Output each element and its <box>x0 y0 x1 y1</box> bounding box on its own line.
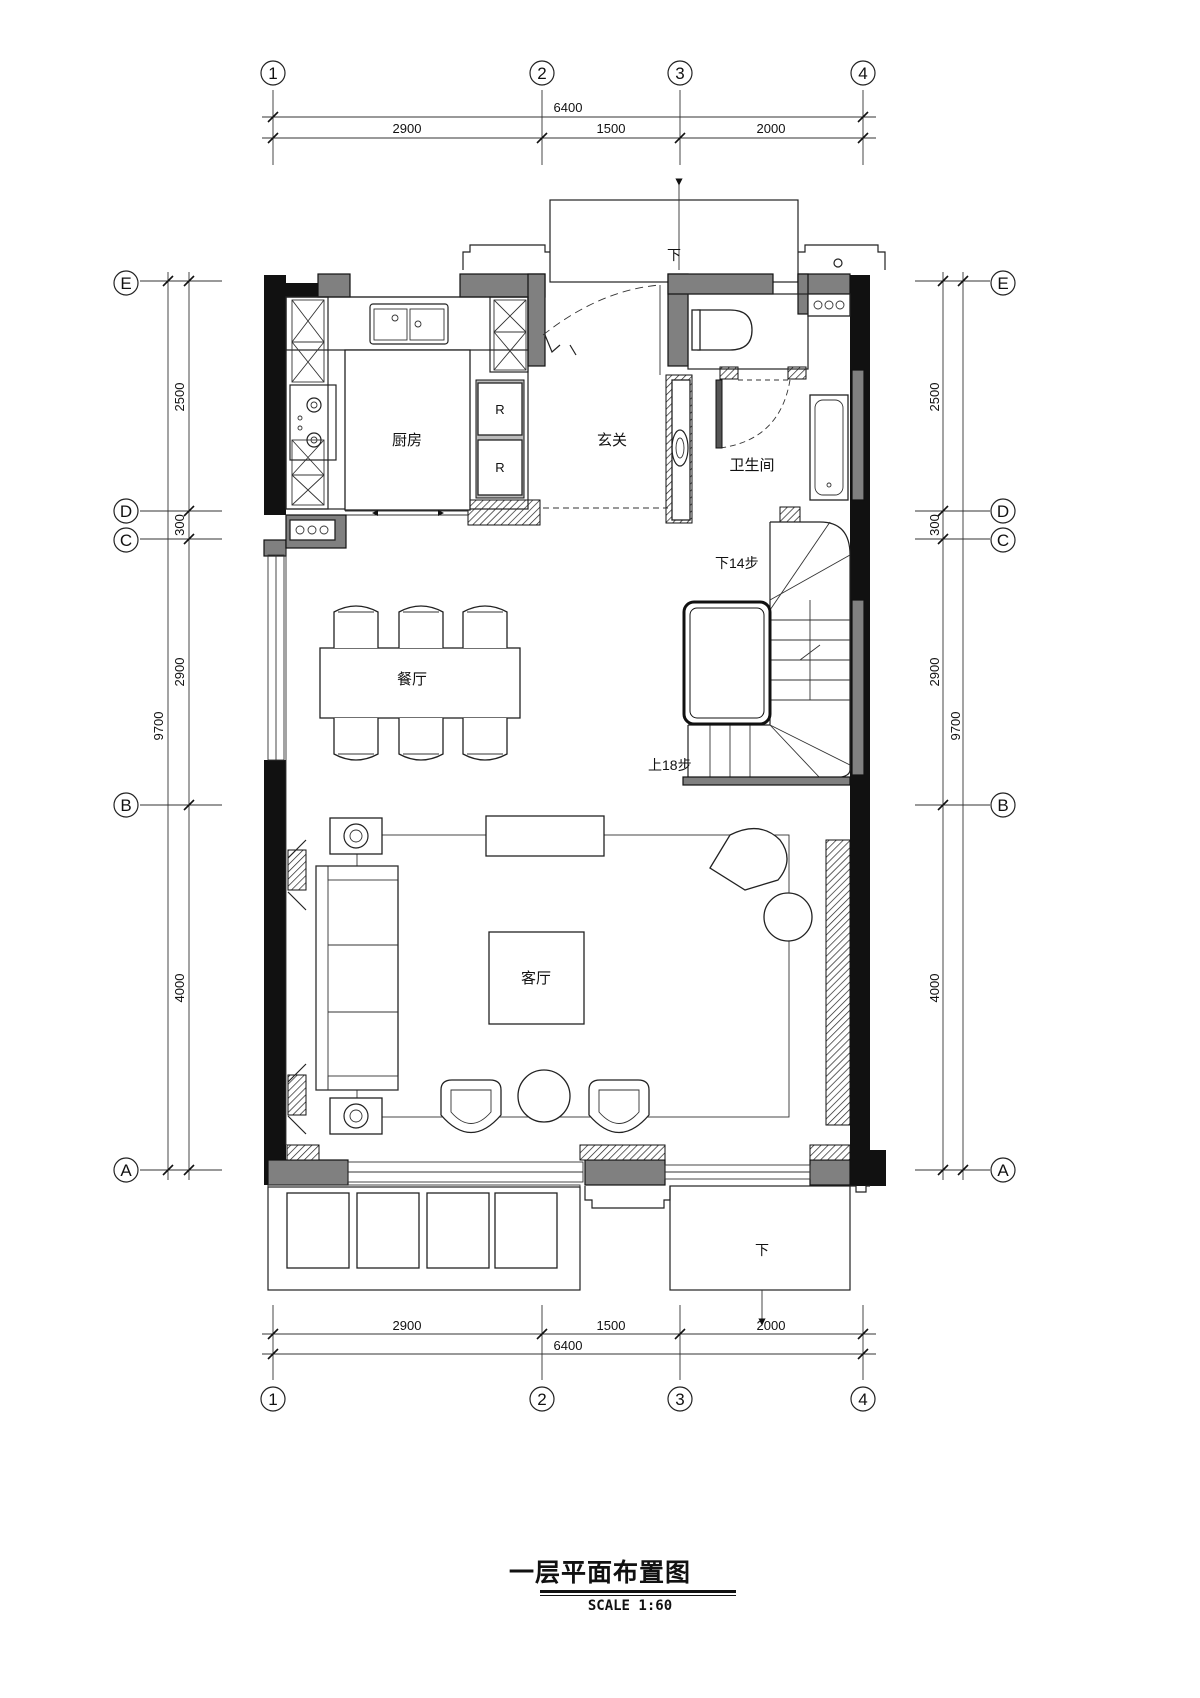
left-dim-4: 4000 <box>172 974 187 1003</box>
bathroom: 卫生间 <box>687 293 851 501</box>
axis-C-left: C <box>120 531 132 550</box>
right-dimensions: 2500 300 2900 4000 9700 <box>915 272 990 1180</box>
axis-3-bottom: 3 <box>675 1390 684 1409</box>
entry-porch: 下 <box>462 178 886 283</box>
svg-text:R: R <box>495 460 504 475</box>
bottom-total-dim: 6400 <box>554 1338 583 1353</box>
top-total-dim: 6400 <box>554 100 583 115</box>
top-dim-3: 2000 <box>757 121 786 136</box>
drawing-scale: SCALE 1:60 <box>587 1598 673 1614</box>
drawing-title: 一层平面布置图 <box>508 1558 691 1587</box>
top-dim-1: 2900 <box>393 121 422 136</box>
right-dim-1: 2500 <box>927 383 942 412</box>
axis-4-bottom: 4 <box>858 1390 867 1409</box>
kitchen: R R 厨房 <box>285 296 529 549</box>
living-label: 客厅 <box>521 970 551 987</box>
right-dim-4: 4000 <box>927 974 942 1003</box>
fridge-icon: R R <box>475 379 525 499</box>
axis-1-top: 1 <box>268 64 277 83</box>
axis-C-right: C <box>997 531 1009 550</box>
terrace-down-label: 下 <box>755 1242 769 1258</box>
living-set: 客厅 <box>287 815 813 1135</box>
bottom-dim-1: 2900 <box>393 1318 422 1333</box>
bottom-dim-2: 1500 <box>597 1318 626 1333</box>
sink-icon <box>369 303 449 345</box>
right-dim-3: 2900 <box>927 658 942 687</box>
axis-D-right: D <box>997 502 1009 521</box>
axis-B-right: B <box>997 796 1008 815</box>
stair-down-label: 下14步 <box>715 555 759 571</box>
left-dim-2: 300 <box>172 514 187 536</box>
left-dim-1: 2500 <box>172 383 187 412</box>
axis-4-top: 4 <box>858 64 867 83</box>
entry-down-label: 下 <box>667 247 681 263</box>
kitchen-label: 厨房 <box>392 432 422 449</box>
dining-label: 餐厅 <box>397 671 427 688</box>
foyer: 玄关 <box>542 284 691 521</box>
axis-A-left: A <box>120 1161 132 1180</box>
axis-D-left: D <box>120 502 132 521</box>
dining-set: 餐厅 <box>319 605 521 761</box>
bathroom-label: 卫生间 <box>729 457 774 474</box>
foyer-label: 玄关 <box>597 432 627 449</box>
axis-2-top: 2 <box>537 64 546 83</box>
cooktop-icon <box>289 384 337 461</box>
left-axis-bubbles: E D C B A <box>113 270 139 1183</box>
right-dim-2: 300 <box>927 514 942 536</box>
title-underline <box>540 1590 736 1593</box>
stair-up-label: 上18步 <box>648 757 692 773</box>
axis-3-top: 3 <box>675 64 684 83</box>
axis-1-bottom: 1 <box>268 1390 277 1409</box>
staircase: 下14步 上18步 <box>648 521 851 786</box>
bottom-axis-bubbles: 1 2 3 4 <box>260 1386 876 1412</box>
left-dim-3: 2900 <box>172 658 187 687</box>
svg-text:R: R <box>495 402 504 417</box>
right-total-dim: 9700 <box>948 712 963 741</box>
axis-E-left: E <box>120 274 131 293</box>
axis-A-right: A <box>997 1161 1009 1180</box>
south-terrace: 下 <box>267 1185 870 1326</box>
right-axis-bubbles: E D C B A <box>990 270 1016 1183</box>
bottom-dim-3: 2000 <box>757 1318 786 1333</box>
left-total-dim: 9700 <box>151 712 166 741</box>
top-dimensions: 6400 2900 1500 2000 <box>262 90 876 165</box>
left-dimensions: 2500 300 2900 4000 9700 <box>140 272 222 1180</box>
title-underline-thin <box>540 1595 736 1596</box>
axis-B-left: B <box>120 796 131 815</box>
axis-E-right: E <box>997 274 1008 293</box>
top-dim-2: 1500 <box>597 121 626 136</box>
bottom-dimensions: 2900 1500 2000 6400 <box>262 1305 876 1380</box>
top-axis-bubbles: 1 2 3 4 <box>260 60 876 86</box>
axis-2-bottom: 2 <box>537 1390 546 1409</box>
